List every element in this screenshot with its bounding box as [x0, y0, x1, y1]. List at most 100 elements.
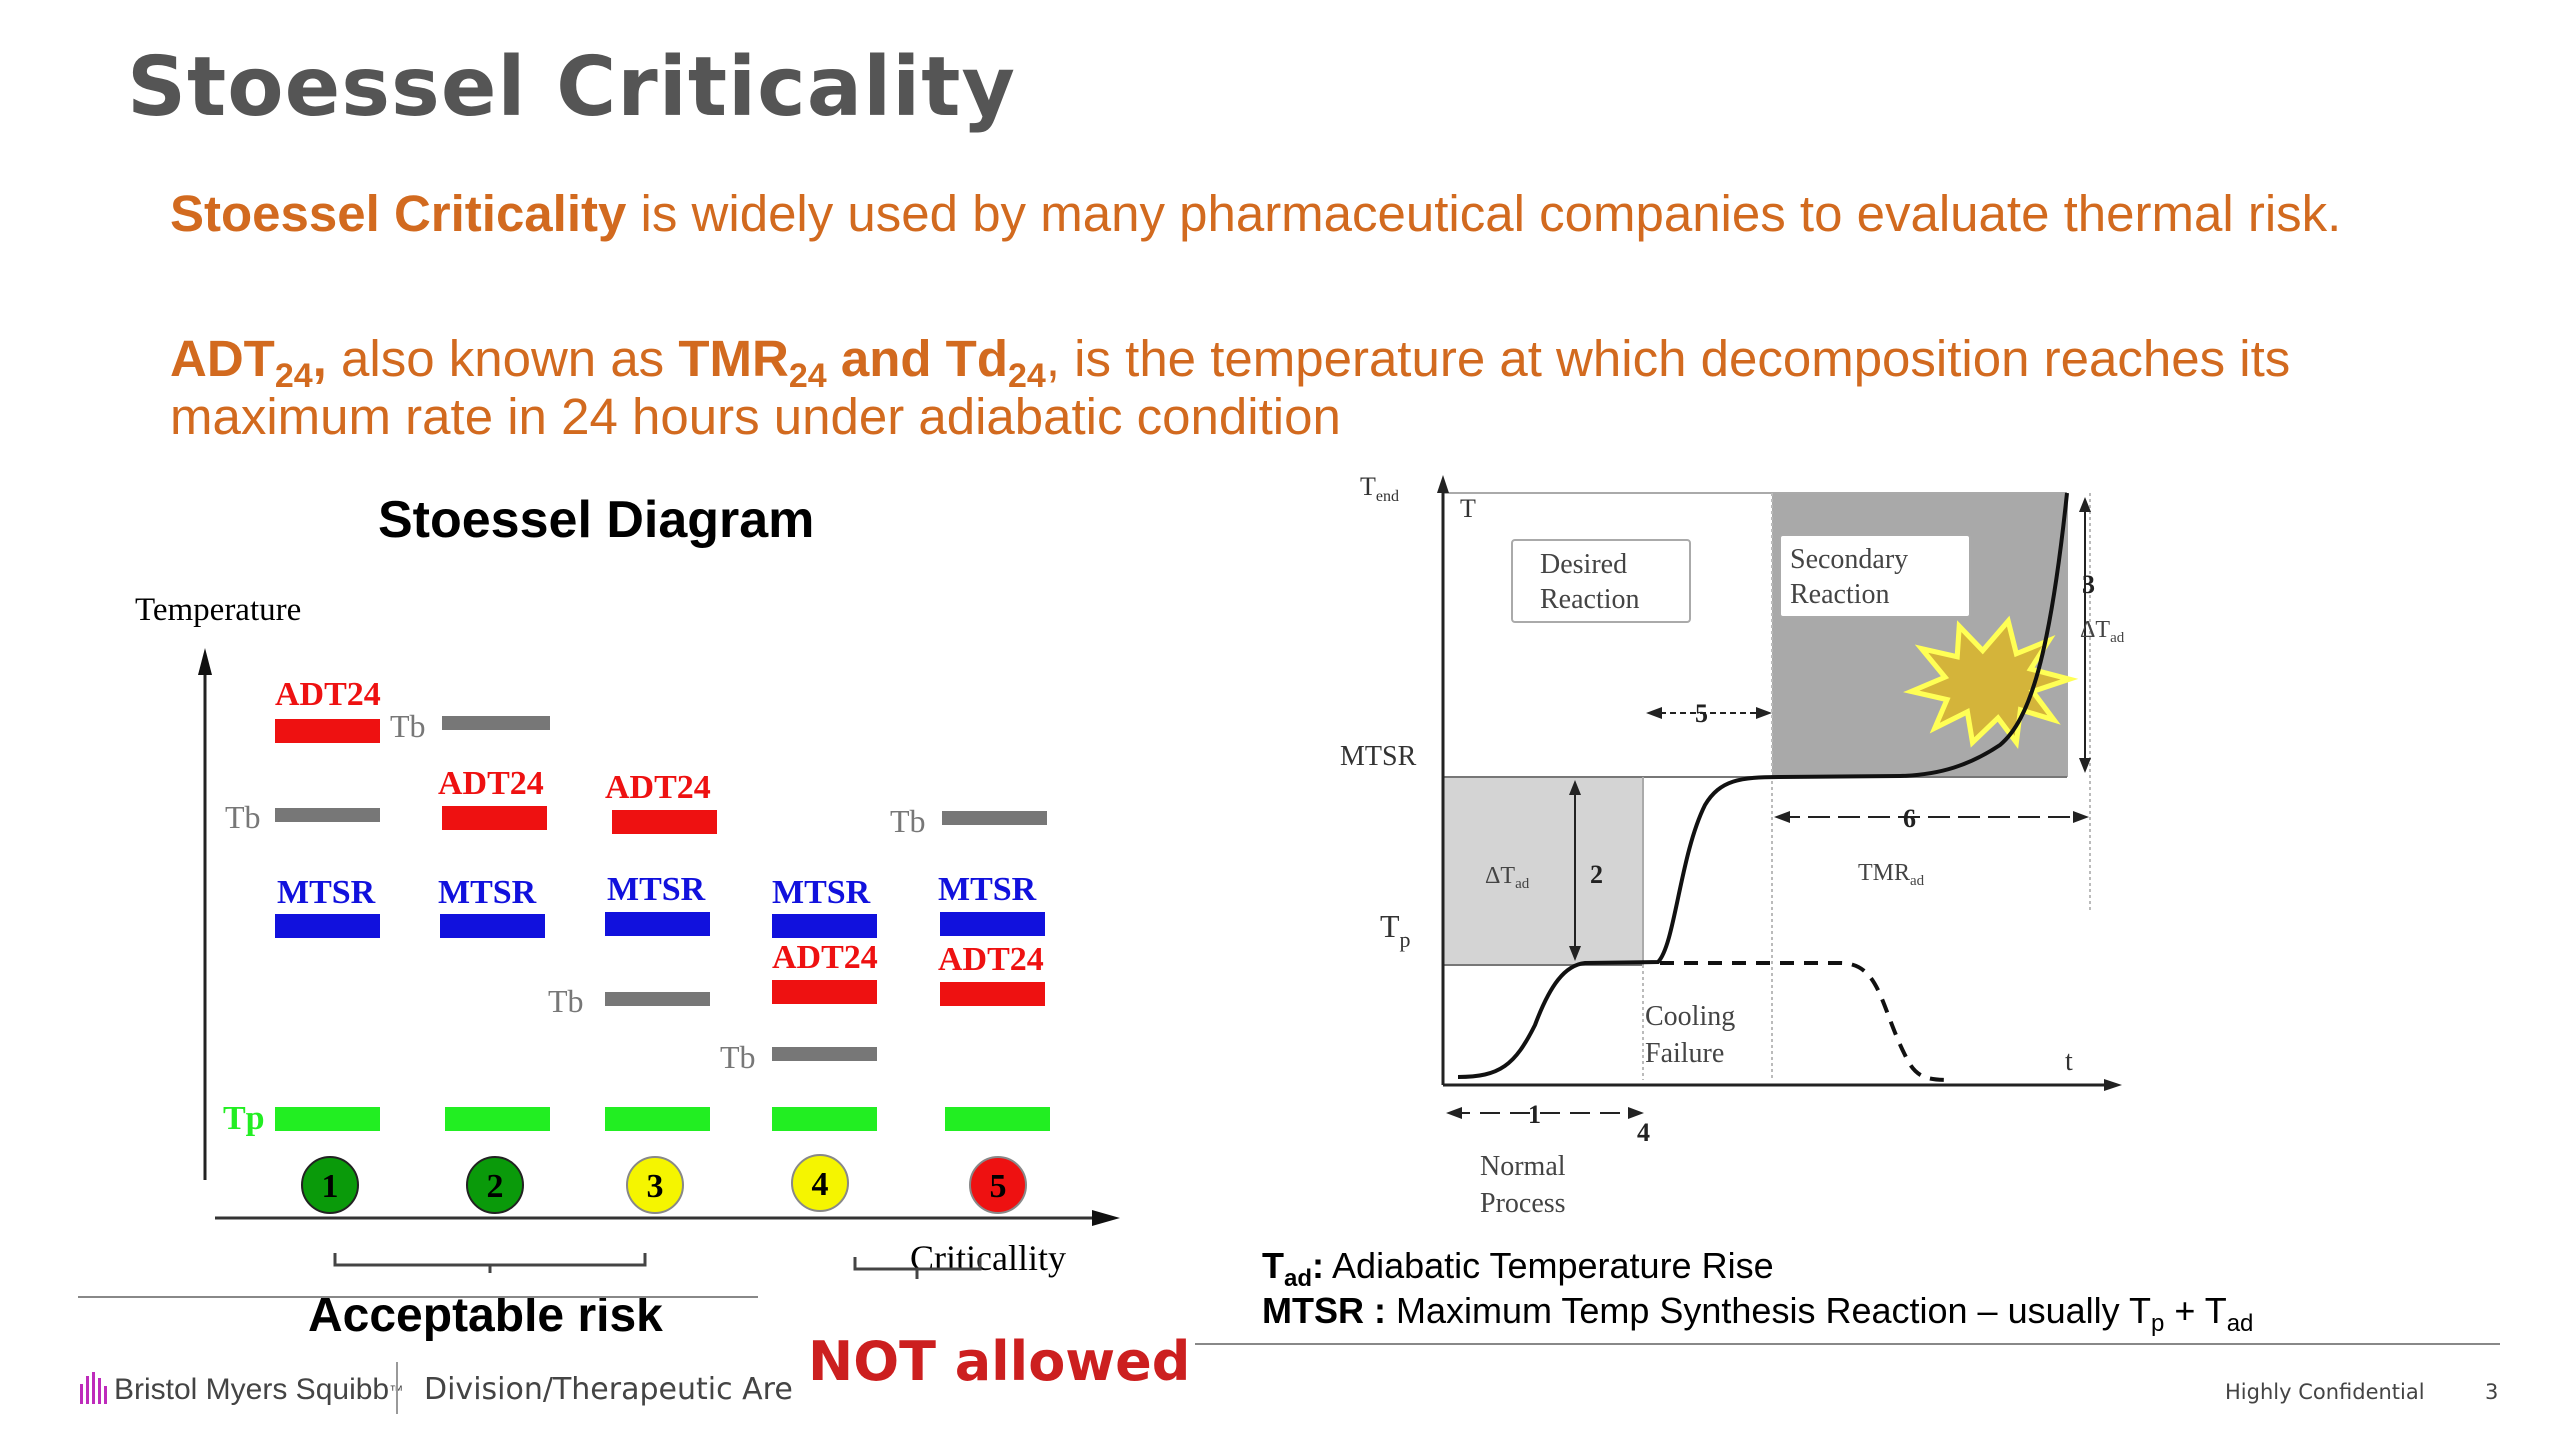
tp-bar-5	[945, 1107, 1050, 1131]
stoessel-diagram: Temperature ADT24 Tb MTSR Tp Tb ADT24 MT…	[135, 592, 1120, 1278]
delta-tad-label-1: ΔTad	[1485, 863, 1530, 892]
tp-label: Tp	[223, 1100, 265, 1137]
class-number-1: 1	[322, 1168, 339, 1205]
mtsr-axis-label: MTSR	[1340, 741, 1417, 772]
mtsr-label-3: MTSR	[607, 871, 706, 908]
adt-bar-2	[442, 806, 547, 830]
marker-4: 4	[1637, 1118, 1650, 1147]
page-number: 3	[2485, 1380, 2499, 1404]
marker-6: 6	[1903, 804, 1916, 833]
desired-reaction-box	[1511, 539, 1691, 623]
class-number-4: 4	[812, 1166, 829, 1203]
adt-bar-5	[940, 982, 1045, 1006]
tb-label-3: Tb	[548, 983, 584, 1019]
t-end-label: Tend	[1360, 472, 1399, 505]
secondary-reaction-line2: Reaction	[1790, 579, 1890, 610]
class-circle-3	[626, 1156, 684, 1214]
mtsr-label-5: MTSR	[938, 871, 1037, 908]
tp-bar-3	[605, 1107, 710, 1131]
legend-mtsr-term: MTSR :	[1262, 1290, 1386, 1331]
class-circle-5	[969, 1156, 1027, 1214]
y-axis-arrow-icon	[198, 648, 212, 675]
marker-5: 5	[1695, 699, 1708, 728]
adt-definition-paragraph: ADT24, also known as TMR24 and Td24, is …	[170, 330, 2410, 446]
group-braces	[333, 1253, 982, 1279]
legend-mtsr: MTSR : Maximum Temp Synthesis Reaction –…	[1262, 1290, 2254, 1338]
temperature-curve	[1457, 492, 2069, 1079]
intro-paragraph: Stoessel Criticality is widely used by m…	[170, 185, 2410, 243]
footer-rule-left	[78, 1296, 758, 1298]
tb-bar-1	[275, 808, 380, 822]
runaway-scenario-diagram: Tend T MTSR Tp t Desired Reaction Second…	[1340, 472, 2125, 1219]
tb-bar-4	[772, 1047, 877, 1061]
adt-term: ADT24,	[170, 330, 327, 396]
adt-bar-4	[772, 980, 877, 1004]
tp-bar-4	[772, 1107, 877, 1131]
legend-mtsr-desc: Maximum Temp Synthesis Reaction – usuall…	[1385, 1290, 2254, 1338]
secondary-reaction-box	[1779, 534, 1971, 618]
normal-process-line1: Normal	[1480, 1151, 1566, 1182]
desired-reaction-region	[1443, 777, 1643, 965]
x-axis-label: Criticallity	[910, 1238, 1066, 1278]
secondary-reaction-line1: Secondary	[1790, 544, 1908, 575]
cooling-failure-line1: Cooling	[1645, 1001, 1735, 1032]
marker-1: 1	[1528, 1100, 1541, 1129]
intro-bold-term: Stoessel Criticality	[170, 185, 627, 242]
mtsr-bar-4	[772, 914, 877, 938]
definition-text: , is the temperature at which decomposit…	[170, 330, 2291, 445]
tb-label-5: Tb	[890, 803, 926, 839]
mtsr-bar-1	[275, 914, 380, 938]
tb-label-1: Tb	[225, 799, 261, 835]
stoessel-diagram-title: Stoessel Diagram	[378, 491, 815, 549]
footer-rule-right	[1195, 1343, 2500, 1345]
slide-title: Stoessel Criticality	[127, 40, 1016, 135]
legend-tad-desc: Adiabatic Temperature Rise	[1324, 1245, 1774, 1286]
tb-label-4: Tb	[720, 1039, 756, 1075]
tb-label-2: Tb	[390, 708, 426, 744]
normal-process-line2: Process	[1480, 1188, 1566, 1219]
adt-bar-3	[612, 810, 717, 834]
marker-2: 2	[1590, 860, 1603, 889]
tmr-ad-label: TMRad	[1858, 860, 1925, 889]
adt-bar-1	[275, 719, 380, 743]
adt-label-2: ADT24	[438, 765, 544, 802]
adt-label-3: ADT24	[605, 769, 711, 806]
adt-label-4: ADT24	[772, 939, 878, 976]
time-axis-label: t	[2065, 1046, 2073, 1077]
marker-3: 3	[2082, 570, 2095, 599]
legend-tad-term: Tad:	[1262, 1245, 1325, 1293]
y-axis-label: Temperature	[135, 592, 301, 628]
adt-label-5: ADT24	[938, 941, 1044, 978]
explosion-icon	[1903, 615, 2079, 750]
legend-tad: Tad: Adiabatic Temperature Rise	[1262, 1245, 1774, 1293]
tp-bar-1	[275, 1107, 380, 1131]
footer-divider	[396, 1362, 398, 1414]
tb-bar-3	[605, 992, 710, 1006]
tb-bar-2	[442, 716, 550, 730]
mtsr-label-1: MTSR	[277, 874, 376, 911]
tb-bar-5	[942, 811, 1047, 825]
confidential-label: Highly Confidential	[2225, 1380, 2425, 1404]
class-number-2: 2	[487, 1168, 504, 1205]
mtsr-bar-5	[940, 912, 1045, 936]
time-axis-arrow-icon	[2104, 1079, 2122, 1091]
bms-logo-icon	[80, 1372, 107, 1404]
class-circle-2	[466, 1156, 524, 1214]
not-allowed-brace	[853, 1257, 982, 1279]
tp-bar-2	[445, 1107, 550, 1131]
mtsr-bar-3	[605, 912, 710, 936]
class-number-3: 3	[647, 1168, 664, 1205]
x-axis-arrow-icon	[1092, 1210, 1120, 1226]
desired-reaction-line2: Reaction	[1540, 584, 1640, 615]
class-number-5: 5	[990, 1168, 1007, 1205]
delta-tad-label-2: ΔTad	[2080, 617, 2125, 646]
mtsr-label-4: MTSR	[772, 874, 871, 911]
temperature-axis-arrow-icon	[1437, 475, 1449, 493]
desired-reaction-line1: Desired	[1540, 549, 1627, 580]
tmr-td-term: TMR24 and Td24	[678, 330, 1046, 396]
mtsr-bar-2	[440, 914, 545, 938]
adt-label-1: ADT24	[275, 676, 381, 713]
company-logo: Bristol Myers Squibb™	[78, 1370, 403, 1410]
footer-division: Division/Therapeutic Are	[424, 1372, 793, 1407]
cooled-curve	[1660, 961, 1951, 1082]
